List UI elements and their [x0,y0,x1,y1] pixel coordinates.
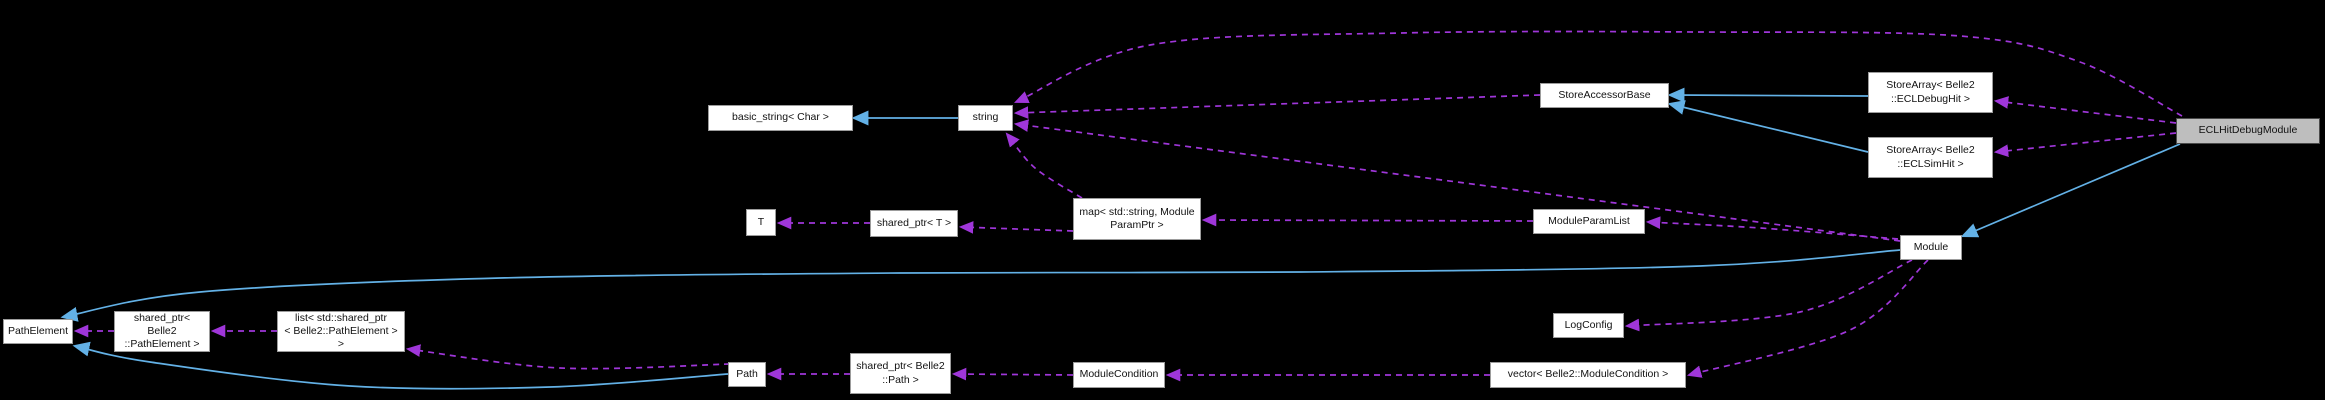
class-node-module-param-list[interactable]: ModuleParamList [1533,209,1645,234]
class-node-store-accessor-base[interactable]: StoreAccessorBase [1540,83,1669,108]
edge-path-to-path-element [72,341,729,390]
edge-ecl-hit-debug-module-to-store-array-ecl-sim-hit [1993,132,2177,158]
class-node-label: list< std::shared_ptr < Belle2::PathElem… [284,311,398,351]
class-node-store-array-ecl-debug-hit[interactable]: StoreArray< Belle2 ::ECLDebugHit > [1868,72,1993,113]
class-node-label: vector< Belle2::ModuleCondition > [1507,368,1669,381]
class-node-label: string [972,111,999,124]
class-node-label: shared_ptr< Belle2 ::Path > [856,360,945,386]
class-node-module[interactable]: Module [1900,235,1962,260]
edge-ecl-hit-debug-module-to-string [1014,30,2183,117]
class-node-ecl-hit-debug-module: ECLHitDebugModule [2176,118,2320,144]
class-node-label: StoreArray< Belle2 ::ECLDebugHit > [1886,79,1975,105]
class-node-module-condition[interactable]: ModuleCondition [1073,362,1165,388]
edge-module-condition-to-shared-ptr-path [951,367,1074,381]
class-node-label: Module [1913,240,1949,253]
class-node-string[interactable]: string [958,105,1013,131]
edge-ecl-hit-debug-module-to-store-array-ecl-debug-hit [1993,96,2177,124]
class-node-label: T [757,215,765,228]
edge-module-to-module-param-list [1645,216,1899,240]
class-node-label: PathElement [7,324,69,337]
class-node-label: shared_ptr< T > [876,216,952,229]
edge-module-to-string [1013,119,1901,242]
edge-ecl-hit-debug-module-to-module [1960,143,2181,238]
edge-module-to-vector-module-condition [1686,259,1929,378]
edge-path-to-list-shared-ptr-path-element [405,344,731,370]
class-node-label: ModuleParamList [1548,214,1630,227]
class-node-store-array-ecl-sim-hit[interactable]: StoreArray< Belle2 ::ECLSimHit > [1868,137,1993,178]
class-node-label: StoreArray< Belle2 ::ECLSimHit > [1886,144,1975,170]
class-node-log-config[interactable]: LogConfig [1553,313,1624,338]
edge-module-to-path-element [60,249,1901,322]
class-node-t[interactable]: T [746,209,776,236]
edge-store-array-ecl-sim-hit-to-store-accessor-base [1667,100,1869,153]
class-node-label: map< std::string, Module ParamPtr > [1079,205,1195,231]
class-node-basic-string[interactable]: basic_string< Char > [708,105,853,131]
edge-map-string-module-param-ptr-to-string [1005,132,1083,199]
class-node-label: Path [736,367,758,380]
class-node-vector-module-condition[interactable]: vector< Belle2::ModuleCondition > [1490,362,1686,388]
class-node-label: StoreAccessorBase [1558,88,1651,101]
edge-module-to-log-config [1624,259,1913,332]
class-node-shared-ptr-t[interactable]: shared_ptr< T > [870,210,958,237]
class-node-path-element[interactable]: PathElement [3,319,73,344]
class-node-label: basic_string< Char > [732,111,829,124]
class-node-shared-ptr-path[interactable]: shared_ptr< Belle2 ::Path > [850,353,951,394]
edge-store-array-ecl-debug-hit-to-store-accessor-base [1667,87,1869,103]
class-node-label: shared_ptr< Belle2 ::PathElement > [124,311,200,351]
class-node-shared-ptr-path-element[interactable]: shared_ptr< Belle2 ::PathElement > [114,311,210,352]
class-node-label: ECLHitDebugModule [2198,124,2298,137]
edge-map-string-module-param-ptr-to-shared-ptr-t [958,221,1074,234]
class-node-label: ModuleCondition [1079,368,1159,381]
class-node-path[interactable]: Path [728,362,766,387]
class-node-label: LogConfig [1564,318,1613,331]
class-node-map-string-module-param-ptr[interactable]: map< std::string, Module ParamPtr > [1073,198,1201,240]
class-node-list-shared-ptr-path-element[interactable]: list< std::shared_ptr < Belle2::PathElem… [277,311,405,352]
